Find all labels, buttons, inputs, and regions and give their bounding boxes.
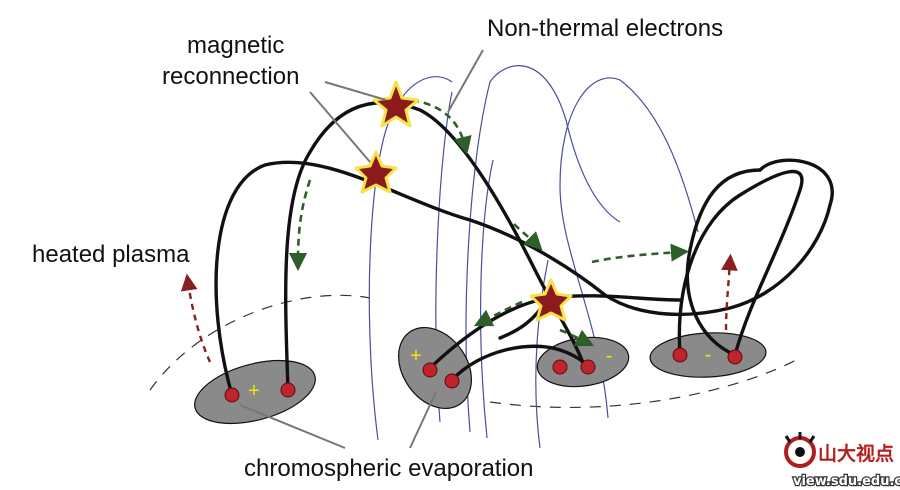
watermark-name: 山大视点 [818, 442, 894, 465]
footpoint-dot-icon [580, 359, 596, 375]
electron-arrow-3 [513, 223, 543, 251]
label-reconnection: reconnection [162, 63, 299, 90]
label-heated-plasma: heated plasma [32, 241, 190, 268]
reconnection-stars [354, 80, 573, 322]
footpoint-dot-icon [672, 347, 688, 363]
polarity-right: - [705, 344, 712, 366]
reconnection-star-icon [372, 80, 420, 128]
footpoint-dot-icon [552, 359, 568, 375]
reconnection-star-icon [354, 150, 398, 194]
field-line-left-inner [284, 100, 587, 392]
watermark-url: view.sdu.edu.cn [793, 474, 900, 489]
watermark-logo-icon [784, 432, 816, 468]
reconnection-star-icon [529, 278, 573, 322]
polarity-middle: + [410, 345, 422, 367]
label-chromospheric-evaporation: chromospheric evaporation [244, 455, 534, 482]
electron-arrow-1 [411, 98, 472, 155]
polarity-right-middle: - [606, 345, 613, 367]
polarity-left: + [248, 380, 260, 402]
electron-arrow-6 [559, 328, 595, 347]
electron-arrow-5 [473, 300, 523, 327]
heated-plasma-arrow-left [180, 273, 212, 363]
footpoint-dot-icon [422, 362, 438, 378]
field-line-right-spine [685, 168, 762, 357]
heated-plasma-arrows [180, 253, 738, 363]
label-magnetic: magnetic [187, 32, 284, 59]
field-line-right-loop [677, 169, 804, 357]
magnetic-field-lines [214, 100, 834, 397]
label-non-thermal-electrons: Non-thermal electrons [487, 15, 723, 42]
footpoint-dot-icon [280, 382, 296, 398]
footpoint-dot-icon [224, 387, 240, 403]
electron-arrows [288, 98, 690, 347]
leader-lines [239, 49, 484, 449]
field-line-middle-arch [450, 344, 590, 382]
electron-arrow-4 [591, 243, 690, 264]
footpoints [224, 347, 743, 403]
electron-arrow-2 [288, 179, 312, 272]
footpoint-dot-icon [444, 373, 460, 389]
heated-plasma-arrow-right [721, 253, 738, 331]
footpoint-dot-icon [727, 349, 743, 365]
field-line-left-outer [214, 158, 834, 397]
footpoint-region-left [194, 359, 316, 425]
chromosphere-boundary [149, 294, 801, 408]
watermark: 山大视点 view.sdu.edu.cn [784, 432, 900, 490]
